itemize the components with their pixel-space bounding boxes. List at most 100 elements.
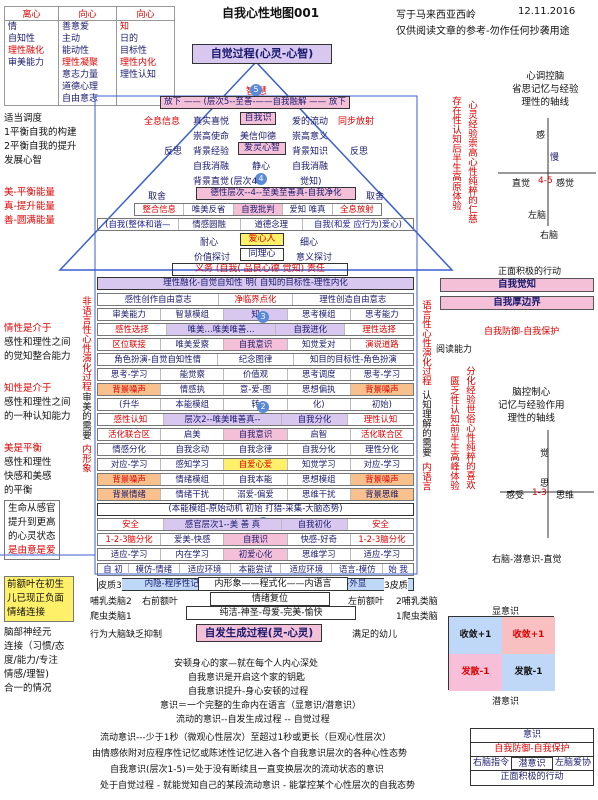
row-g-3: 意义探讨 — [296, 253, 333, 263]
row-l: 感性选择 唯美…唯美唯善… 自我进化 理性选择 — [97, 323, 414, 336]
skin-right: 3皮质 — [384, 578, 408, 591]
row-z: 1-2-3脑分化 爱美-快感 自我识 快感-好奇 1-2-3脑分化 — [97, 533, 414, 546]
right-frontal: 右前额叶 — [142, 597, 179, 607]
axis-13: 1-3 — [532, 488, 547, 498]
left-frontal: 左前额叶 — [348, 597, 385, 607]
row-x: (本能模组-原始动机 初始 打猎-采集-大脑态势) — [97, 503, 414, 516]
row-c-3: 自我消融 — [292, 162, 329, 172]
axis-right-brain: 右脑 — [540, 231, 559, 241]
col1-cell: 情 自知性 理性融化 审美能力 — [4, 20, 59, 106]
row-n: 角色扮演-自觉自知性情 纪念图律 知目的目标性-角色扮演 — [97, 353, 414, 366]
q3: 发散-1 — [449, 654, 502, 691]
row-f-2: 爱心人 — [240, 233, 284, 246]
axis-left-brain: 左脑 — [528, 211, 547, 221]
home-2: 自我意识是开启这个家的钥匙 — [188, 673, 306, 683]
row-w: 背景情绪 情绪干扰 溺爱-偏爱 思维干扰 背景思维 — [97, 488, 414, 501]
right-brain: 脑控制心 记忆与经验作用 理性的轴线 — [498, 387, 565, 424]
bottom-l1: 意识＝一个完整的生命内在语言（显意识/潜意识） — [160, 701, 362, 711]
right-vertical-2: 心灵经验崇高心性纯粹的仁慈 — [466, 100, 477, 224]
author-note: 写于马来西亚西岭 — [396, 10, 476, 21]
row-ab: 自 初 模仿-情绪 适应环境 本能尝试 适应环境 语言-模仿 始 我 — [97, 563, 414, 576]
left-yellow-note: 前额叶在初生 儿已现正负面 情绪连接 — [4, 576, 74, 622]
row-t: 情感分化 自我念动 自我念律 自我分化 理性分化 — [97, 443, 414, 456]
reflect-right: 反思 — [350, 147, 369, 157]
conscious-label: 显意识 — [492, 607, 520, 617]
self-know-box: 自我识 — [240, 112, 276, 125]
axis-sense2: 感受 — [506, 491, 525, 501]
row-m: 区位联接 唯美爱察 自我意识 知觉爱对 演说道路 — [97, 338, 414, 351]
together-radiate: 同步放射 — [338, 117, 375, 127]
take-right: 取舍 — [366, 192, 385, 202]
row-f-1: 耐心 — [200, 238, 219, 248]
left-energy: 美-平衡能量 真-提升能量 善-圆满能量 — [4, 187, 55, 226]
lack-left: 行为大脑缺乏抑制 — [90, 630, 163, 640]
row-b-2: 爱灵心智 — [238, 142, 286, 155]
q4: 发散-1 — [502, 654, 555, 691]
home-1: 安顿身心的家—就在每个人内心深处 — [174, 659, 319, 669]
love-flow: 爱的流动 — [292, 117, 329, 127]
left-zhi: 知性是介于 感性和理性之间 的一种认知能力 — [4, 383, 71, 422]
row-b-1: 背景经验 — [193, 147, 230, 157]
axis-think: 思 — [540, 479, 550, 489]
axis-45: 4-5 — [538, 176, 553, 186]
axis-intuition: 直觉 — [512, 179, 531, 189]
copyright-note: 仅供阅读文章的参考-勿作任何抄袭用途 — [396, 26, 570, 37]
inner-image-box: 内形象——程式化——内语言 — [198, 577, 348, 591]
subconscious-label: 潜意识 — [492, 697, 520, 707]
q1: 收敛+1 — [449, 617, 502, 654]
row-a-3: 崇高意义 — [292, 132, 329, 142]
row-r: 感性认知 层次2--唯美唯善真-- 自我分化 理性认知 — [97, 413, 414, 426]
right-heart: 心调控脑 省思记忆与经验 理性的轴线 — [512, 71, 579, 108]
row-b-3: 背景知识 — [292, 147, 329, 157]
true-joy: 真实喜悦 — [193, 117, 230, 127]
axis-think2: 思维 — [556, 491, 575, 501]
left-vertical-1: 非语言性心性演化过程 — [80, 296, 91, 391]
left-vertical-3: 内形象 — [80, 444, 91, 473]
row-whole: (自我(整体和谐— 情感圆融 道德念理 自我(和爱 应行为)爱心) — [97, 218, 414, 231]
left-adjust: 适当调度 1平衡自我的构建 2平衡自我的提升 发展心智 — [4, 113, 77, 166]
limbic-left: 哺乳类脑2 — [90, 597, 132, 607]
date-note: 12.11.2016 — [518, 6, 576, 17]
right-vertical-1: 存在性认知后半生高原体验 — [450, 96, 461, 210]
axis-feel: 感 — [536, 131, 546, 141]
level5-row: 放下 —— (层次5--至善-——自我融解 —— 放下 — [160, 96, 350, 109]
col3-cell: 知 日的 目标性 理性内化 理性认知 — [116, 20, 175, 106]
right-vertical-3: 语言性心性演化过程 — [420, 300, 431, 386]
left-vertical-2: 审美的需要 — [80, 392, 91, 440]
defense-label: 自我防御-自我保护 — [484, 327, 560, 337]
pure-love: 纯洁-神圣-母爱-完美-愉快 — [186, 606, 356, 620]
col2-cell: 善意爱 主动 能动性 理性凝聚 意志力量 道德心理 自由意志 — [58, 20, 117, 106]
take-left: 取舍 — [148, 192, 167, 202]
limbic-right: 2哺乳类脑 — [396, 597, 438, 607]
reptile-left: 爬虫类脑1 — [90, 612, 132, 622]
row-g-1: 价值探讨 — [194, 253, 231, 263]
row-s: 活化联合区 启美 自我意识 启智 活化联合区 — [97, 428, 414, 441]
follow-action: 正面积极的行动 — [498, 267, 562, 277]
axis-upper — [498, 118, 596, 226]
read-ability: 阅读能力 — [436, 345, 473, 355]
row-g-2: 同理心 — [240, 248, 284, 261]
self-thick-bar: 自我厚边界 — [440, 296, 594, 310]
bottom-l6: 处于自觉过程 - 就能觉知自己的某段流动意识 - 能掌控某个心性层次的自我态势 — [100, 781, 415, 791]
row-aa: 适应-学习 内在学习 初爱心化 思维学习 适应-学习 — [97, 548, 414, 561]
left-qing: 情性是介于 感性和理性之间 的觉知整合能力 — [4, 323, 71, 362]
bottom-l3: 流动意识---少于1秒（微观心性层次）至超过1秒或更长（巨观心性层次） — [100, 733, 392, 743]
axis-sense: 感觉 — [556, 179, 575, 189]
bottom-l4: 由情感依附对应程序性记忆或陈述性记忆进入各个自我意识层次的各种心性态势 — [92, 749, 408, 759]
row-h: 义务 (自我( 品良心德 觉知) 责任 — [172, 263, 348, 276]
level2-circle: 2 — [257, 401, 269, 413]
row-q: (升华 本能模组 转 化) 初始) — [97, 398, 414, 411]
self-born-box: 自发生成过程(灵-心灵) — [196, 624, 322, 642]
row-d-1: 背景直觉 — [193, 177, 230, 187]
emo-reset: 情绪复位 — [210, 592, 330, 606]
axis-lower — [500, 430, 594, 538]
row-j: 感性创作自由意志 净临界点化 理性创造自由意志 — [97, 293, 414, 306]
row-o: 思考-学习 能觉察 价值观 思考调度 思考-学习 — [97, 368, 414, 381]
level4-circle: 4 — [255, 173, 267, 185]
skin-left: 皮质3 — [98, 578, 122, 591]
reflect-left: 反思 — [164, 147, 183, 157]
axis-feel2: 觉 — [540, 449, 550, 459]
row-c-2: 静心 — [252, 162, 271, 172]
reptile-right: 1爬虫类脑 — [396, 612, 438, 622]
self-aware-bar: 自我觉知 — [440, 278, 594, 292]
